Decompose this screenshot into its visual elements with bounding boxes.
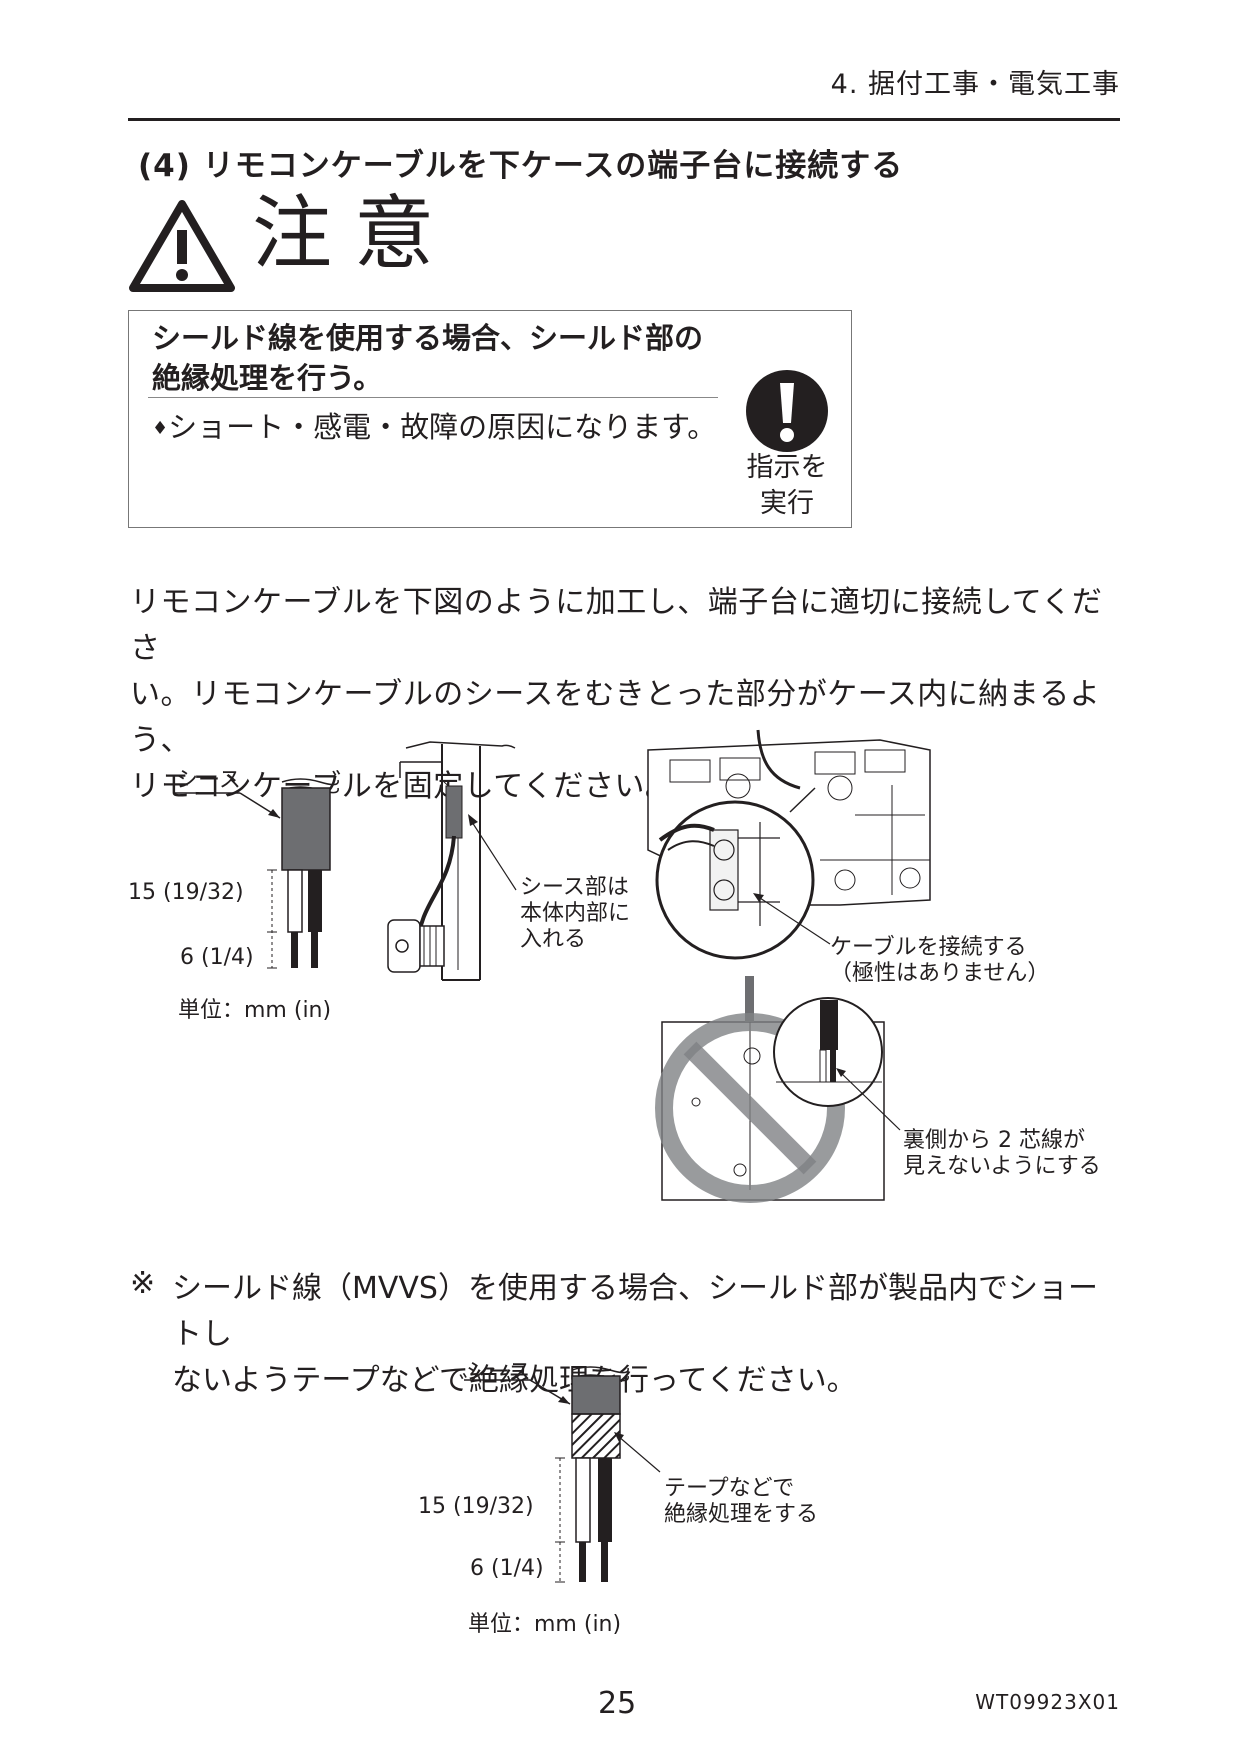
chapter-header: 4. 据付工事・電気工事 bbox=[830, 69, 1120, 100]
caution-title: 注意 bbox=[252, 187, 456, 280]
fig3-label: ケーブルを接続する （極性はありません） bbox=[830, 935, 1050, 986]
fig4-prohibited-diagram bbox=[655, 976, 901, 1203]
prohibition-icon bbox=[655, 1013, 845, 1203]
fig1-unit: 単位：mm (in) bbox=[178, 998, 332, 1023]
fig4-label: 裏側から 2 芯線が 見えないようにする bbox=[903, 1128, 1101, 1179]
caution-heading: シールド線を使用する場合、シールド部の 絶縁処理を行う。 bbox=[152, 321, 704, 395]
fig5-shielded-cable-diagram bbox=[464, 1366, 661, 1583]
caution-bullet-text: ショート・感電・故障の原因になります。 bbox=[168, 410, 717, 444]
caution-instruction: 指示を 実行 bbox=[746, 452, 828, 519]
fig5-unit: 単位：mm (in) bbox=[468, 1612, 622, 1637]
caution-divider bbox=[148, 397, 718, 398]
fig2-label: シース部は 本体内部に 入れる bbox=[520, 875, 631, 952]
document-code: WT09923X01 bbox=[975, 1690, 1120, 1714]
section-title: (4) リモコンケーブルを下ケースの端子台に接続する bbox=[138, 148, 904, 184]
caution-bullet: ♦ショート・感電・故障の原因になります。 bbox=[152, 404, 716, 446]
fig1-cable-diagram bbox=[174, 778, 339, 969]
header-rule bbox=[128, 118, 1120, 121]
fig5-sheath-label: シース bbox=[466, 1360, 531, 1385]
fig5-dim-long: 15 (19/32) bbox=[418, 1494, 534, 1519]
fig5-dim-short: 6 (1/4) bbox=[470, 1556, 544, 1581]
fig3-terminal-diagram bbox=[647, 729, 931, 960]
fig2-case-section-diagram bbox=[387, 741, 516, 981]
fig1-dim-long: 15 (19/32) bbox=[128, 880, 244, 905]
diamond-bullet-icon: ♦ bbox=[152, 418, 169, 439]
fig5-tape-label: テープなどで 絶縁処理をする bbox=[664, 1476, 819, 1527]
page-number: 25 bbox=[598, 1686, 637, 1721]
fig1-sheath-label: シース bbox=[176, 768, 241, 793]
caution-box bbox=[128, 310, 852, 528]
body-paragraph: リモコンケーブルを下図のように加工し、端子台に適切に接続してくださ い。リモコン… bbox=[130, 585, 1103, 804]
fig2-leader-line bbox=[468, 814, 517, 891]
exclamation-mandatory-icon bbox=[746, 370, 828, 452]
warning-triangle-icon bbox=[129, 200, 235, 292]
note-mark: ※ bbox=[130, 1266, 156, 1301]
fig1-dim-short: 6 (1/4) bbox=[180, 945, 254, 970]
